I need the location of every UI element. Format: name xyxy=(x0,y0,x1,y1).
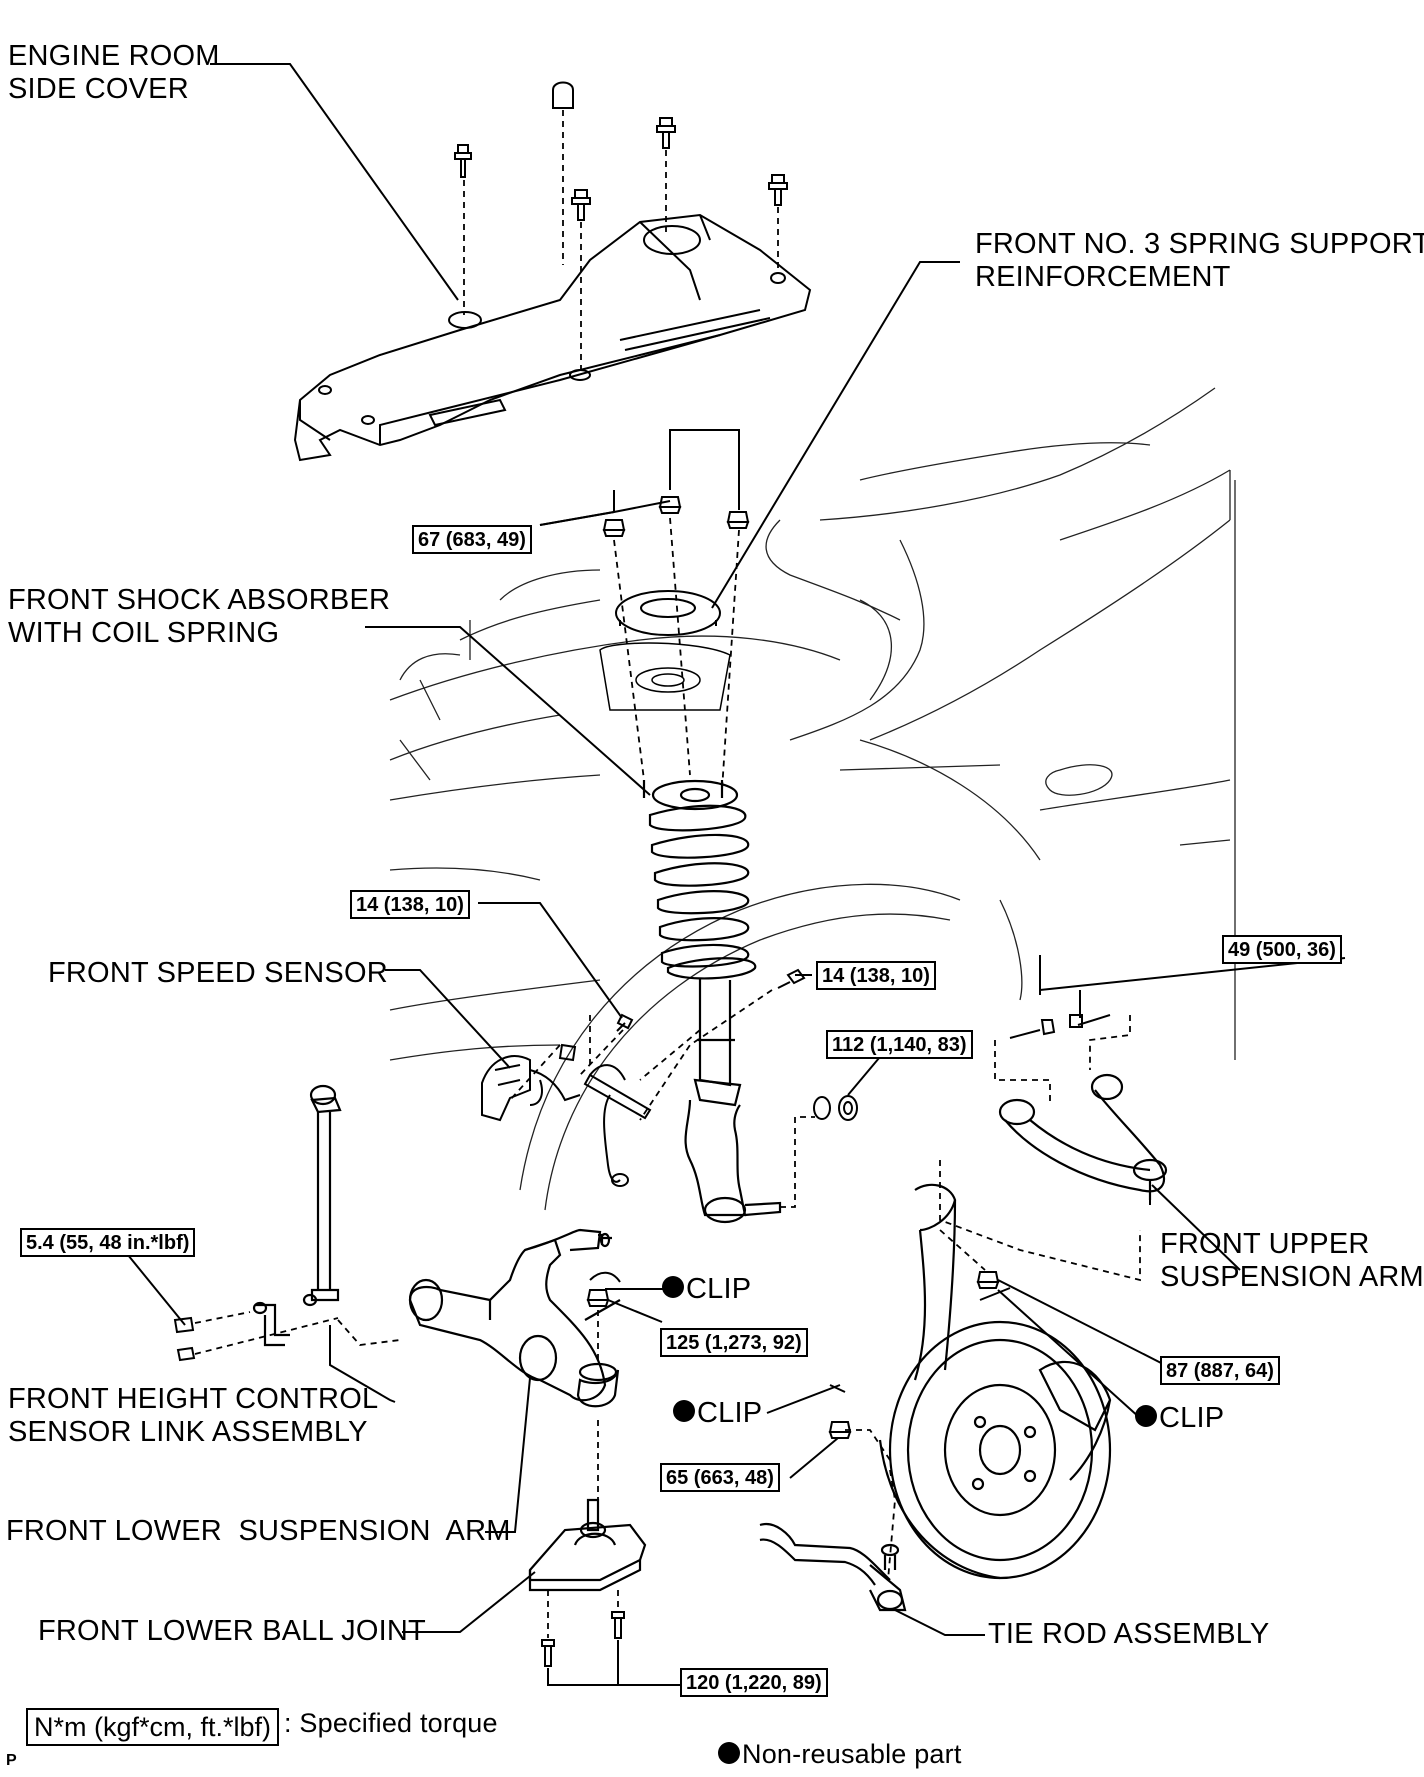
shock-washers xyxy=(813,1095,858,1121)
label-front-no3-spring-support-reinforcement: FRONT NO. 3 SPRING SUPPORT REINFORCEMENT xyxy=(975,228,1424,293)
ball-joint-leader xyxy=(547,1640,690,1686)
top-nuts xyxy=(602,496,750,537)
leader-lines xyxy=(127,63,1346,1636)
knuckle-dashed xyxy=(845,1229,986,1581)
speed-sensor-drawing xyxy=(481,1043,652,1187)
speed-sensor-dashed xyxy=(509,989,773,1121)
non-reusable-dot-icon xyxy=(718,1741,740,1764)
shock-absorber-drawing xyxy=(642,779,782,1224)
legend-torque-unit: N*m (kgf*cm, ft.*lbf) xyxy=(26,1708,280,1746)
label-clip-tie-rod: CLIP xyxy=(673,1397,762,1430)
legend-non-reusable: Non-reusable part xyxy=(718,1738,962,1771)
knuckle-nut xyxy=(976,1271,1011,1301)
corner-code: P xyxy=(6,1752,17,1769)
vehicle-body-outline xyxy=(389,387,1236,1211)
torque-spec-14-right: 14 (138, 10) xyxy=(816,961,936,990)
non-reusable-dot-icon xyxy=(662,1276,684,1299)
upper-arm-dashed xyxy=(939,1015,1141,1282)
torque-spec-49: 49 (500, 36) xyxy=(1222,935,1342,964)
torque-spec-112: 112 (1,140, 83) xyxy=(826,1030,973,1059)
ball-joint-bolts xyxy=(541,1611,625,1667)
label-front-speed-sensor: FRONT SPEED SENSOR xyxy=(48,957,388,989)
height-sensor-link-drawing xyxy=(252,1084,342,1347)
label-tie-rod-assembly: TIE ROD ASSEMBLY xyxy=(988,1618,1270,1650)
label-front-lower-ball-joint: FRONT LOWER BALL JOINT xyxy=(38,1615,426,1647)
lower-ball-joint-drawing xyxy=(528,1498,647,1592)
torque-spec-65: 65 (663, 48) xyxy=(660,1463,780,1492)
upper-arm-drawing xyxy=(998,1073,1168,1200)
top-nut-leaders xyxy=(539,429,740,526)
link-dashed xyxy=(194,1311,401,1355)
cover-dashed-guides xyxy=(463,110,779,372)
label-clip-lower-arm: CLIP xyxy=(662,1273,751,1306)
torque-spec-125: 125 (1,273, 92) xyxy=(660,1328,808,1357)
cover-fasteners xyxy=(454,81,788,221)
engine-room-side-cover-drawing xyxy=(293,213,812,462)
non-reusable-dot-icon xyxy=(1135,1405,1157,1428)
torque-spec-87: 87 (887, 64) xyxy=(1160,1356,1280,1385)
torque-spec-67: 67 (683, 49) xyxy=(412,525,532,554)
shock-lower-dashed xyxy=(780,1116,815,1208)
link-fasteners xyxy=(173,1316,196,1362)
label-front-lower-suspension-arm: FRONT LOWER SUSPENSION ARM xyxy=(6,1515,511,1547)
ball-joint-dashed xyxy=(547,1590,619,1638)
legend-torque-desc: : Specified torque xyxy=(284,1708,498,1738)
tie-rod-drawing xyxy=(759,1522,907,1612)
lower-arm-drawing xyxy=(408,1228,621,1408)
tie-rod-nut xyxy=(828,1384,852,1439)
label-engine-room-side-cover: ENGINE ROOM SIDE COVER xyxy=(8,40,220,105)
label-front-upper-suspension-arm: FRONT UPPER SUSPENSION ARM xyxy=(1160,1228,1424,1293)
shock-dashed-guides xyxy=(613,517,740,791)
label-front-shock-absorber: FRONT SHOCK ABSORBER WITH COIL SPRING xyxy=(8,584,391,649)
bracket-bolt-right xyxy=(777,968,806,989)
torque-spec-120: 120 (1,220, 89) xyxy=(680,1668,828,1697)
strut-mount-area xyxy=(599,642,731,711)
label-front-height-control-link: FRONT HEIGHT CONTROL SENSOR LINK ASSEMBL… xyxy=(8,1383,379,1448)
torque-spec-5-4: 5.4 (55, 48 in.*lbf) xyxy=(20,1228,196,1257)
label-clip-knuckle: CLIP xyxy=(1135,1402,1224,1435)
upper-arm-bolts xyxy=(1009,1014,1111,1039)
torque-spec-14-left: 14 (138, 10) xyxy=(350,890,470,919)
speed-sensor-bolt xyxy=(616,1013,634,1032)
knuckle-brake-drawing xyxy=(878,1183,1112,1580)
non-reusable-dot-icon xyxy=(673,1400,695,1423)
spring-support-reinforcement-drawing xyxy=(615,590,721,636)
